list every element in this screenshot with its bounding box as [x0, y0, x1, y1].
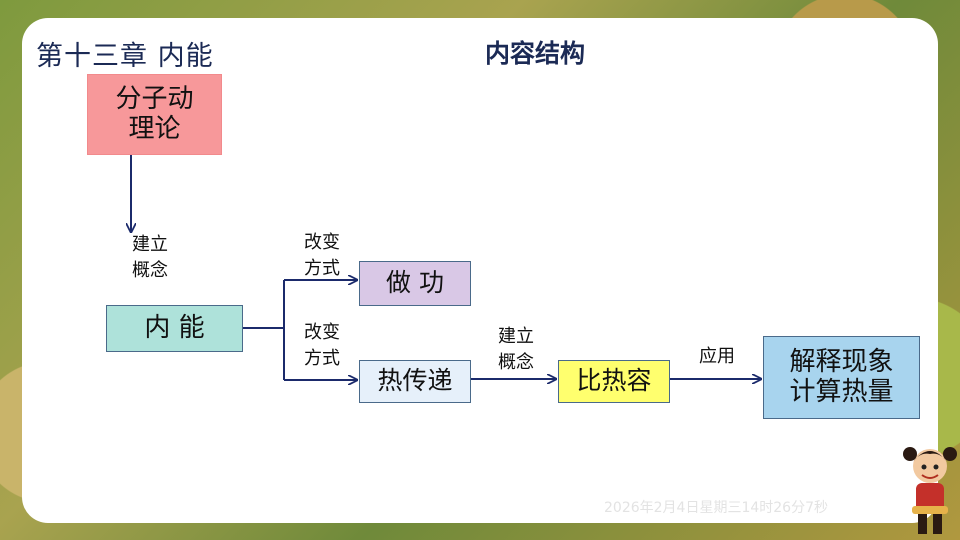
- mascot-character-icon: [903, 447, 957, 534]
- label-establish-concept-1: 建立 概念: [132, 234, 168, 282]
- label-change-method-1: 改变 方式: [304, 232, 340, 280]
- slide-title: 内容结构: [484, 39, 585, 68]
- node-explain-calc: 解释现象 计算热量: [763, 336, 920, 419]
- chapter-title: 第十三章 内能: [36, 41, 214, 72]
- node-molecular-theory: 分子动 理论: [87, 74, 222, 155]
- label-change-method-2: 改变 方式: [304, 322, 340, 370]
- label-apply: 应用: [699, 346, 735, 367]
- timestamp: 2026年2月4日星期三14时26分7秒: [604, 500, 828, 516]
- node-work: 做 功: [359, 261, 471, 306]
- node-heat-transfer: 热传递: [359, 360, 471, 403]
- node-internal-energy: 内 能: [106, 305, 243, 352]
- label-establish-concept-2: 建立 概念: [498, 326, 534, 374]
- node-specific-heat: 比热容: [558, 360, 670, 403]
